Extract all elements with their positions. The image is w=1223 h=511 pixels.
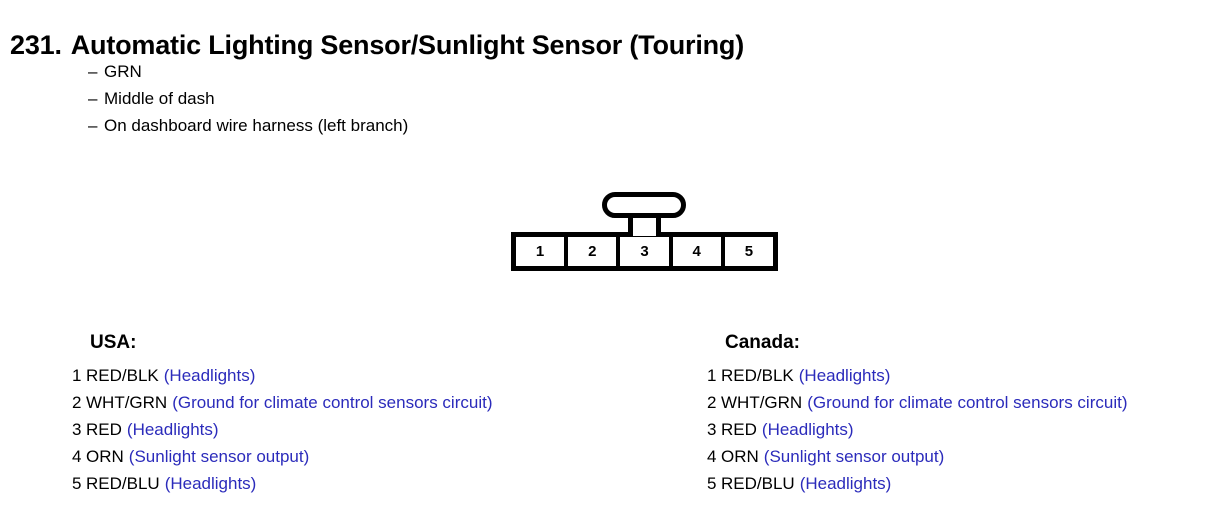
pin-wire-color: RED <box>721 420 757 439</box>
pin-description: (Headlights) <box>126 420 219 439</box>
pin-wire-color: ORN <box>86 447 124 466</box>
page-title-text: Automatic Lighting Sensor/Sunlight Senso… <box>70 30 745 61</box>
note-text: Middle of dash <box>104 89 215 108</box>
note-text: GRN <box>104 62 142 81</box>
pin-number: 3 <box>72 420 82 439</box>
pin-number: 5 <box>707 474 717 493</box>
connector-pin-label: 4 <box>692 243 701 260</box>
pin-wire-color: RED/BLK <box>86 366 159 385</box>
connector-pin-label: 3 <box>640 243 649 260</box>
connector-pin-label: 2 <box>588 243 597 260</box>
pin-description: (Headlights) <box>799 474 892 493</box>
connector-pin-cell: 5 <box>724 237 774 266</box>
pin-description: (Ground for climate control sensors circ… <box>807 393 1128 412</box>
dash-icon: – <box>88 89 98 108</box>
pin-number: 1 <box>72 366 82 385</box>
pin-number: 5 <box>72 474 82 493</box>
column-title-usa: USA: <box>90 332 137 353</box>
note-text: On dashboard wire harness (left branch) <box>104 116 409 135</box>
pin-description: (Sunlight sensor output) <box>763 447 945 466</box>
pin-wire-color: RED <box>86 420 122 439</box>
pin-number: 2 <box>707 393 717 412</box>
pin-number: 3 <box>707 420 717 439</box>
pin-description: (Headlights) <box>798 366 891 385</box>
pin-description: (Headlights) <box>164 474 257 493</box>
page-title-number: 231. <box>10 30 62 61</box>
connector-pin-row: 1 2 3 4 5 <box>511 232 778 271</box>
dash-icon: – <box>88 62 98 81</box>
connector-latch-pill-icon <box>602 192 686 218</box>
connector-pin-label: 5 <box>744 243 754 260</box>
note-item: –On dashboard wire harness (left branch) <box>88 112 408 139</box>
connector-pin-cell: 1 <box>516 237 569 266</box>
pin-description: (Ground for climate control sensors circ… <box>172 393 493 412</box>
pin-number: 1 <box>707 366 717 385</box>
connector-diagram: 1 2 3 4 5 <box>511 192 778 271</box>
notes-list: –GRN –Middle of dash –On dashboard wire … <box>88 58 408 139</box>
pin-description: (Sunlight sensor output) <box>128 447 310 466</box>
pin-number: 4 <box>707 447 717 466</box>
connector-latch-opening <box>633 230 656 236</box>
pin-wire-color: ORN <box>721 447 759 466</box>
connector-pin-cell: 2 <box>568 237 621 266</box>
connector-pin-label: 1 <box>535 243 545 260</box>
connector-pin-cell: 4 <box>672 237 725 266</box>
dash-icon: – <box>88 116 98 135</box>
pin-wire-color: WHT/GRN <box>86 393 168 412</box>
pin-description: (Headlights) <box>163 366 256 385</box>
pin-wire-color: RED/BLU <box>721 474 795 493</box>
column-title-canada: Canada: <box>725 332 800 353</box>
note-item: –GRN <box>88 58 408 85</box>
pin-wire-color: WHT/GRN <box>721 393 803 412</box>
pin-wire-color: RED/BLU <box>86 474 160 493</box>
pin-wire-color: RED/BLK <box>721 366 794 385</box>
page-title: 231. Automatic Lighting Sensor/Sunlight S… <box>10 28 744 62</box>
pin-number: 2 <box>72 393 82 412</box>
pin-number: 4 <box>72 447 82 466</box>
pin-description: (Headlights) <box>761 420 854 439</box>
connector-pin-cell: 3 <box>620 237 673 266</box>
note-item: –Middle of dash <box>88 85 408 112</box>
